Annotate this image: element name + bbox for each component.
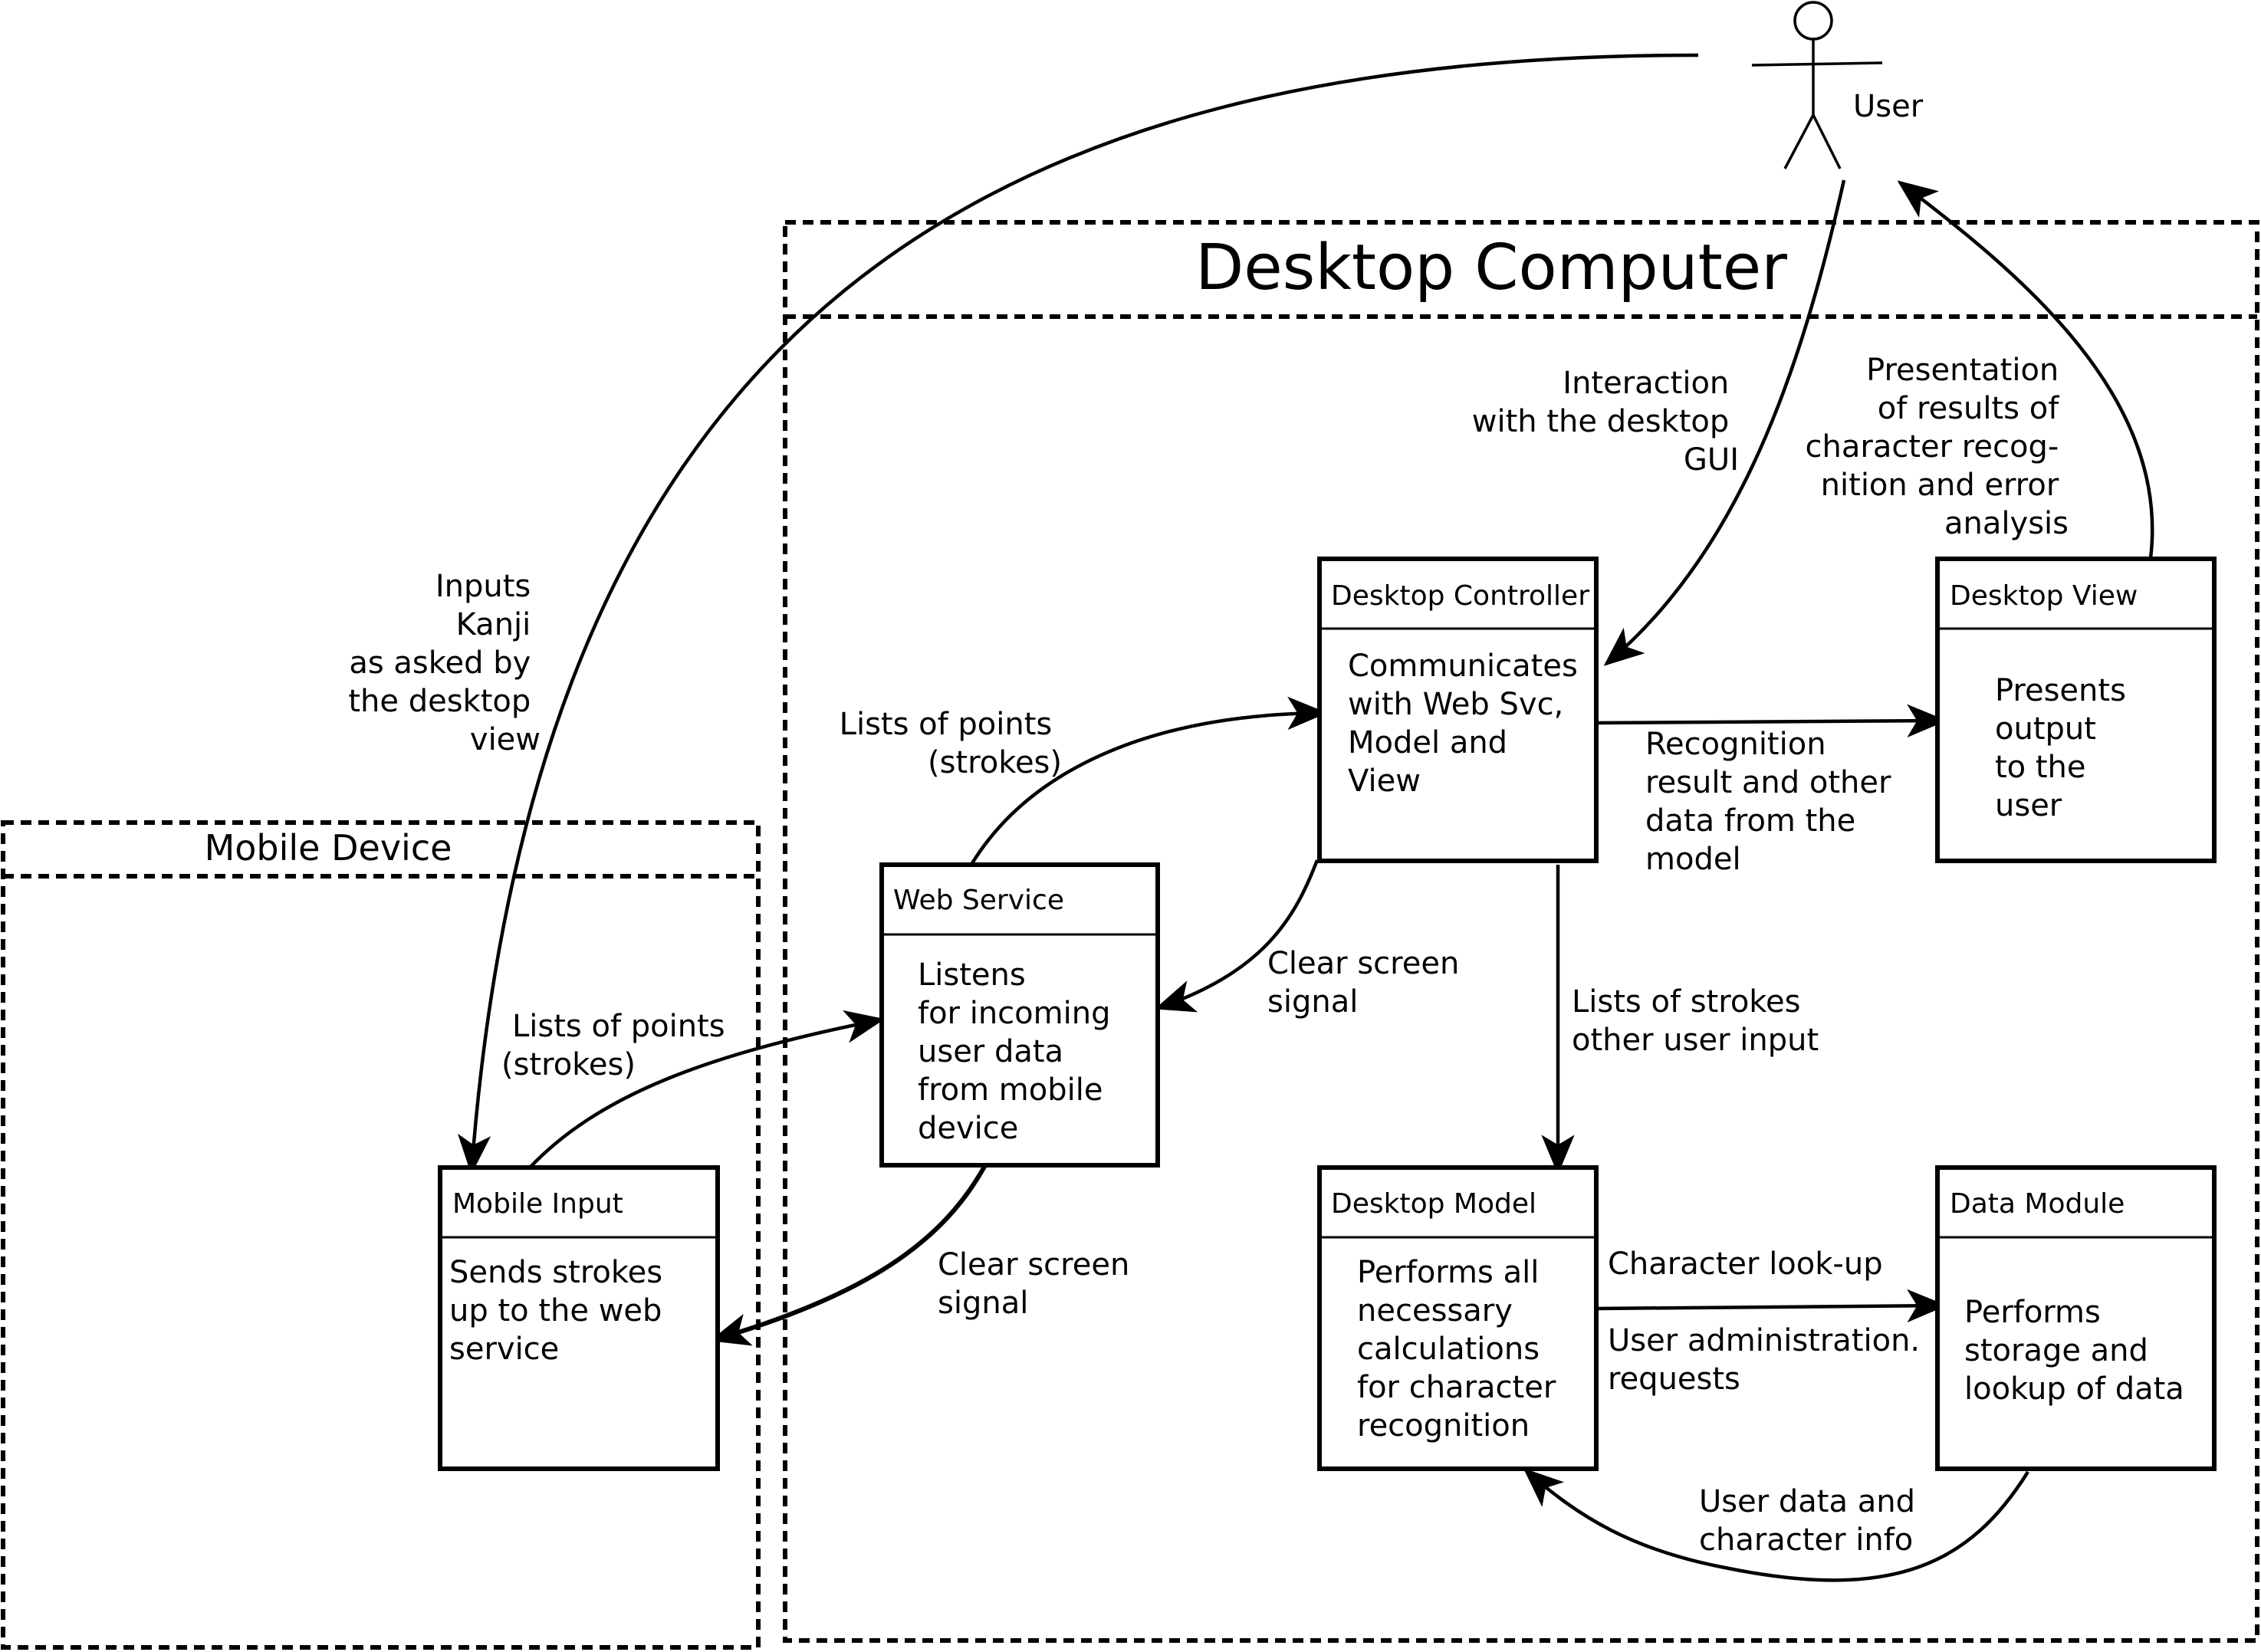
data-module-box: Data Module Performs storage and lookup … [1935, 1165, 2217, 1471]
mobile-device-frame: Mobile Device [1, 820, 761, 1650]
label-web-to-controller: Lists of points (strokes) [840, 707, 1062, 780]
label-model-to-data-bottom: User administration. requests [1608, 1323, 1930, 1397]
data-module-description: Performs storage and lookup of data [1964, 1295, 2184, 1407]
desktop-computer-title: Desktop Computer [1195, 232, 1787, 304]
edge-data-module-to-desktop-model [1523, 1468, 2029, 1582]
label-model-to-data-top: Character look-up [1608, 1246, 1883, 1282]
edge-web-service-to-controller [971, 696, 1328, 865]
mobile-input-title: Mobile Input [452, 1188, 623, 1220]
desktop-view-description: Presents output to the user [1995, 673, 2136, 823]
desktop-model-box: Desktop Model Performs all necessary cal… [1317, 1165, 1599, 1471]
desktop-view-title: Desktop View [1950, 580, 2138, 612]
desktop-model-title: Desktop Model [1331, 1188, 1536, 1220]
label-mobile-to-web: Lists of points (strokes) [501, 1009, 734, 1082]
mobile-input-box: Mobile Input Sends strokes up to the web… [438, 1165, 720, 1471]
label-user-to-mobile: Inputs Kanji as asked by the desktop vie… [348, 569, 541, 757]
desktop-computer-frame: Desktop Computer [783, 220, 2259, 1643]
web-service-title: Web Service [893, 885, 1064, 916]
mobile-device-title: Mobile Device [205, 827, 452, 869]
edge-controller-to-desktop-view [1596, 704, 1947, 737]
edges [458, 53, 2154, 1582]
web-service-description: Listens for incoming user data from mobi… [918, 957, 1120, 1146]
edge-user-to-mobile-input [458, 53, 1699, 1175]
edge-mobile-input-to-web-service [529, 1010, 886, 1168]
desktop-controller-box: Desktop Controller Communicates with Web… [1317, 557, 1599, 863]
user-actor: User [1751, 1, 1924, 169]
label-web-to-mobile: Clear screen signal [938, 1247, 1139, 1321]
stick-figure-icon [1751, 1, 1883, 169]
user-label: User [1853, 89, 1924, 124]
edge-web-service-to-mobile-input [709, 1164, 988, 1346]
label-controller-to-model: Lists of strokes other user input [1572, 984, 1819, 1058]
label-user-to-controller: Interaction with the desktop GUI [1472, 366, 1739, 478]
edge-desktop-view-to-user [1897, 180, 2154, 559]
label-data-to-model: User data and character info [1699, 1484, 1925, 1558]
edge-desktop-model-to-data-module [1596, 1289, 1947, 1323]
desktop-view-box: Desktop View Presents output to the user [1935, 557, 2217, 863]
label-view-to-user: Presentation of results of character rec… [1806, 353, 2069, 541]
mobile-input-description: Sends strokes up to the web service [449, 1255, 672, 1367]
data-module-title: Data Module [1950, 1188, 2125, 1220]
label-controller-to-view: Recognition result and other data from t… [1645, 727, 1901, 877]
desktop-model-description: Performs all necessary calculations for … [1357, 1255, 1566, 1443]
desktop-controller-title: Desktop Controller [1331, 580, 1589, 612]
desktop-controller-description: Communicates with Web Svc, Model and Vie… [1348, 649, 1588, 799]
web-service-box: Web Service Listens for incoming user da… [879, 862, 1160, 1168]
edge-user-to-desktop-controller [1603, 179, 1846, 666]
label-controller-to-web: Clear screen signal [1267, 946, 1469, 1020]
edge-controller-to-web-service [1154, 859, 1319, 1013]
